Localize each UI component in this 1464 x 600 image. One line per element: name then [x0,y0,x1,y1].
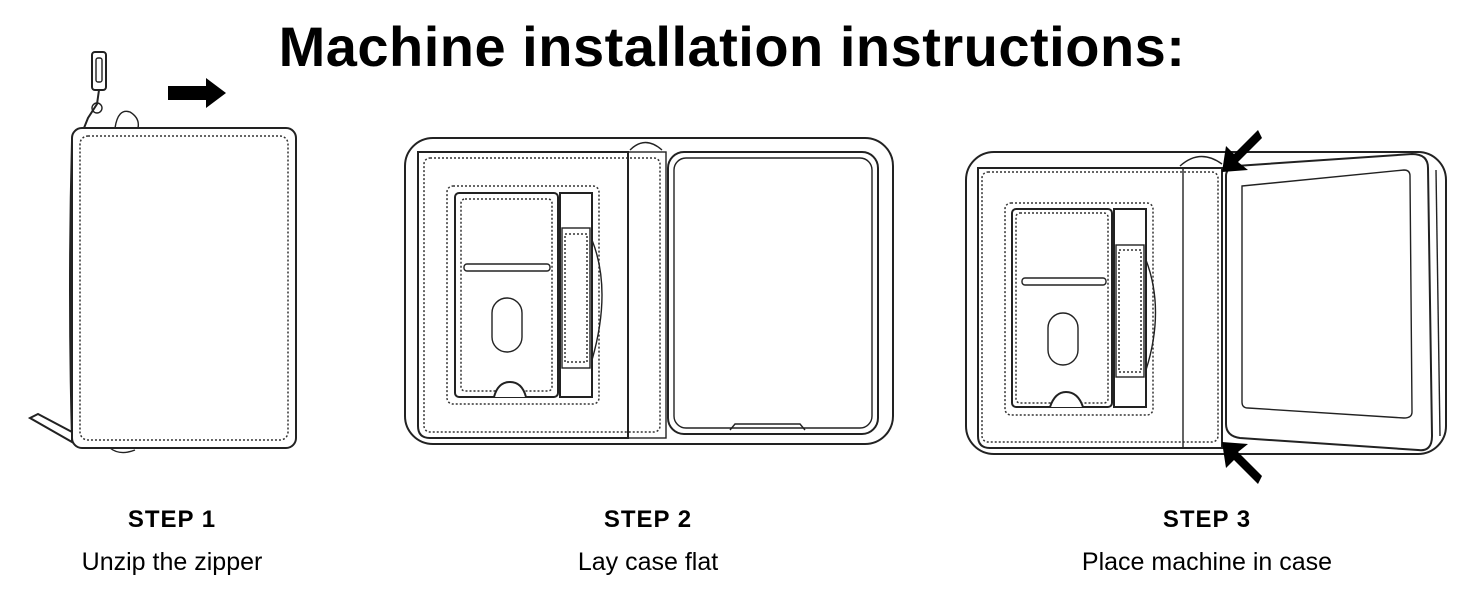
zipper-pull-icon [83,51,107,129]
page-title: Machine installation instructions: [278,15,1186,78]
step2-open-case-illustration [404,137,894,445]
machine-device-icon [1221,152,1441,452]
step3-machine-in-case-illustration [965,130,1447,484]
step-description: Unzip the zipper [81,548,263,576]
arrow-right-icon [168,78,226,108]
step-description: Place machine in case [1081,548,1333,576]
step-label: STEP 1 [127,506,217,533]
step-1: STEP 1 Unzip the zipper [0,506,372,577]
step-description: Lay case flat [577,548,719,576]
arrow-up-left-icon [1222,442,1262,484]
step-label: STEP 2 [603,506,693,533]
step-label: STEP 3 [1162,506,1252,533]
arrow-down-left-icon [1222,130,1262,172]
step-2: STEP 2 Lay case flat [448,506,848,577]
step-3: STEP 3 Place machine in case [1007,506,1407,577]
step1-closed-case-illustration [27,51,297,454]
